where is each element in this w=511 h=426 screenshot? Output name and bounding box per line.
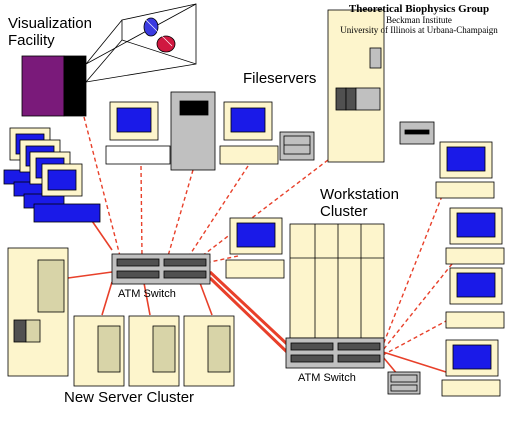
server-node-2	[128, 315, 180, 387]
fileserver-workstation	[219, 101, 279, 165]
fileservers-label: Fileservers	[243, 70, 317, 87]
tower-server	[170, 91, 216, 171]
workstation-cluster-label-line2: Cluster	[320, 203, 368, 220]
fileserver-small-box	[279, 131, 315, 161]
org-university: University of Illinois at Urbana-Champai…	[340, 25, 498, 35]
tape-drive	[399, 121, 435, 145]
workstation-right-1	[435, 141, 495, 199]
atm-switch-right-label: ATM Switch	[298, 372, 356, 384]
visualization-label-line1: Visualization	[8, 15, 92, 32]
workstation-right-4	[441, 339, 501, 397]
visualization-label: Visualization Facility	[8, 15, 92, 49]
atm-switch-left-label: ATM Switch	[118, 288, 176, 300]
workstation-right-2	[445, 207, 505, 265]
server-node-1	[73, 315, 125, 387]
org-header: Theoretical Biophysics Group Beckman Ins…	[330, 3, 508, 35]
fileserver-cabinet	[327, 9, 385, 163]
workstation-center	[225, 217, 285, 279]
visualization-label-line2: Facility	[8, 32, 55, 49]
visualization-projector	[21, 3, 197, 117]
workstation-right-3	[445, 267, 505, 329]
workstation-cluster-rack	[289, 223, 385, 339]
workstation-cluster-label-line1: Workstation	[320, 186, 399, 203]
org-institute: Beckman Institute	[386, 15, 452, 25]
server-node-3	[183, 315, 235, 387]
blue-workstations-stack	[3, 127, 101, 223]
server-large-left	[7, 247, 69, 377]
small-router	[387, 371, 421, 395]
workstation-cluster-label: Workstation Cluster	[320, 186, 399, 220]
new-server-cluster-label: New Server Cluster	[64, 389, 195, 406]
atm-switch-left	[111, 253, 211, 285]
dashed-links	[83, 116, 453, 356]
org-title: Theoretical Biophysics Group	[348, 3, 490, 15]
atm-switch-right	[285, 337, 385, 369]
workstation-top-middle	[105, 101, 171, 165]
